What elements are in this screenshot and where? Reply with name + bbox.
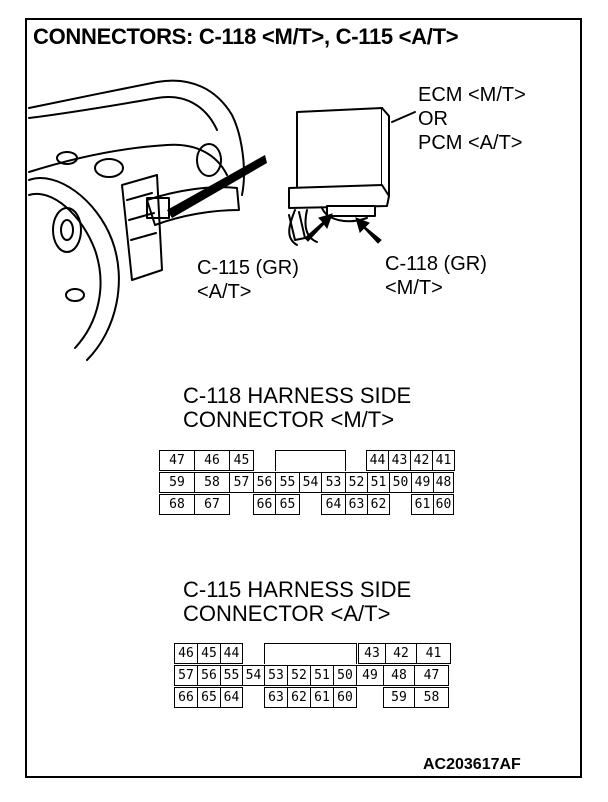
- c115-key-slot: [264, 643, 357, 664]
- ecm-box: [296, 107, 383, 196]
- c118-pin-45: 45: [229, 450, 254, 471]
- c115-pin-66: 66: [174, 687, 198, 708]
- c118-pin-52: 52: [345, 472, 368, 493]
- c115-pin-54: 54: [242, 665, 265, 686]
- c115-pin-59: 59: [383, 687, 415, 708]
- c118-pin-63: 63: [345, 494, 368, 515]
- c118-pin-67: 67: [194, 494, 230, 515]
- c115-pin-43: 43: [358, 643, 386, 664]
- steering-wheel: [28, 177, 120, 361]
- c115-pin-47: 47: [414, 665, 449, 686]
- c115-pin-49: 49: [356, 665, 384, 686]
- c118-pin-62: 62: [367, 494, 390, 515]
- c115-pin-42: 42: [385, 643, 417, 664]
- figure-title: CONNECTORS: C-118 <M/T>, C-115 <A/T>: [33, 24, 459, 49]
- c118-pin-59: 59: [159, 472, 195, 493]
- c118-arrow: [355, 217, 382, 244]
- c118-pin-55: 55: [275, 472, 300, 493]
- c118-pin-41: 41: [432, 450, 455, 471]
- c115-pin-63: 63: [264, 687, 288, 708]
- c115-pin-52: 52: [287, 665, 311, 686]
- c118-pin-57: 57: [229, 472, 254, 493]
- c115-pin-48: 48: [383, 665, 415, 686]
- c115-pin-50: 50: [333, 665, 357, 686]
- c118-pin-53: 53: [321, 472, 346, 493]
- c115-pin-58: 58: [414, 687, 449, 708]
- ecm-connector: [326, 205, 376, 217]
- dashboard-top-line: [28, 79, 245, 196]
- c118-pin-66: 66: [253, 494, 276, 515]
- c115-callout-label: C-115 (GR) <A/T>: [197, 257, 299, 303]
- c115-pin-44: 44: [220, 643, 243, 664]
- c115-arrow: [304, 213, 333, 242]
- c115-pin-60: 60: [333, 687, 357, 708]
- ecm-bracket: [288, 184, 390, 209]
- c118-pin-48: 48: [433, 472, 454, 493]
- view-wedge: [167, 155, 267, 218]
- c115-heading: C-115 HARNESS SIDE CONNECTOR <A/T>: [183, 577, 412, 626]
- c118-pin-60: 60: [433, 494, 454, 515]
- c118-pin-51: 51: [367, 472, 390, 493]
- c118-pin-54: 54: [299, 472, 322, 493]
- figure-frame: [25, 18, 582, 778]
- c118-pin-68: 68: [159, 494, 195, 515]
- c115-pin-62: 62: [287, 687, 311, 708]
- c118-pin-42: 42: [410, 450, 433, 471]
- ecm-pcm-label: ECM <M/T> OR PCM <A/T>: [418, 84, 526, 154]
- c118-key-slot: [275, 450, 346, 471]
- c115-pin-46: 46: [174, 643, 198, 664]
- figure-code: AC203617AF: [423, 756, 521, 773]
- c115-pin-53: 53: [264, 665, 288, 686]
- c115-pin-41: 41: [416, 643, 451, 664]
- c115-pin-61: 61: [310, 687, 334, 708]
- c118-pin-56: 56: [253, 472, 276, 493]
- c115-pin-57: 57: [174, 665, 198, 686]
- c118-pin-43: 43: [388, 450, 411, 471]
- c118-heading: C-118 HARNESS SIDE CONNECTOR <M/T>: [183, 383, 412, 432]
- c115-pin-64: 64: [220, 687, 243, 708]
- c118-pin-44: 44: [366, 450, 389, 471]
- c118-pin-61: 61: [411, 494, 434, 515]
- c118-pin-49: 49: [411, 472, 434, 493]
- c118-callout-label: C-118 (GR) <M/T>: [385, 253, 487, 299]
- c118-pin-50: 50: [389, 472, 412, 493]
- c118-pin-47: 47: [159, 450, 195, 471]
- c115-pin-55: 55: [220, 665, 243, 686]
- dashboard-ecm-illustration: [28, 79, 416, 361]
- c118-pin-65: 65: [275, 494, 300, 515]
- c115-pin-56: 56: [197, 665, 221, 686]
- c115-pin-51: 51: [310, 665, 334, 686]
- c115-pin-45: 45: [197, 643, 221, 664]
- c118-pin-46: 46: [194, 450, 230, 471]
- c115-pin-65: 65: [197, 687, 221, 708]
- c118-pin-58: 58: [194, 472, 230, 493]
- c118-pin-64: 64: [321, 494, 346, 515]
